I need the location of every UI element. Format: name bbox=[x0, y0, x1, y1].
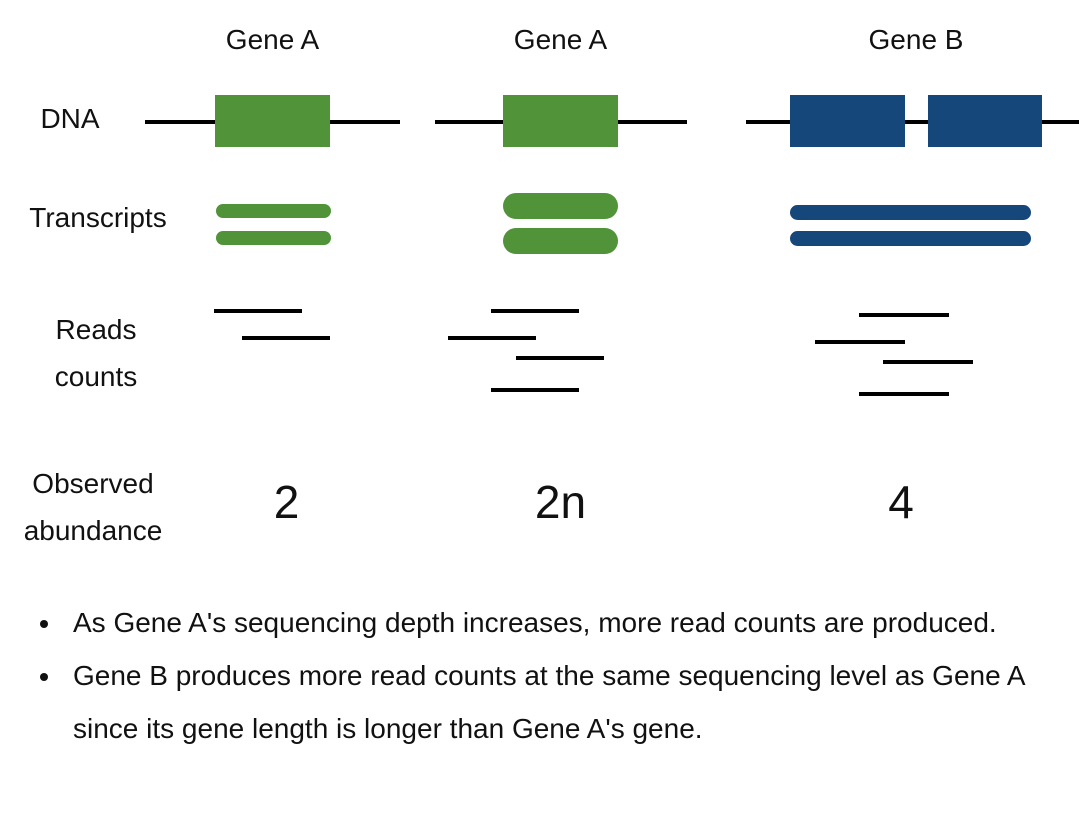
column-header-gene-b: Gene B bbox=[868, 24, 964, 55]
column-header-gene-a-2: Gene A bbox=[513, 24, 608, 55]
read-segment-col2-2 bbox=[448, 336, 536, 340]
read-segment-col2-3 bbox=[516, 356, 604, 360]
observed-abundance-label-line1: Observed bbox=[32, 468, 154, 499]
dna-row-label: DNA bbox=[40, 103, 100, 134]
abundance-value-col2: 2n bbox=[534, 476, 587, 528]
read-segment-col2-4 bbox=[491, 388, 579, 392]
read-segment-col1-1 bbox=[214, 309, 302, 313]
transcript-bar-col3-2 bbox=[790, 231, 1031, 246]
dna-line-col3 bbox=[746, 120, 1079, 124]
transcript-bar-col3-1 bbox=[790, 205, 1031, 220]
bullet-item-sequencing-depth: As Gene A's sequencing depth increases, … bbox=[63, 596, 1075, 649]
gene-a-exon-col1 bbox=[215, 95, 330, 147]
transcript-bar-col1-1 bbox=[216, 204, 331, 218]
bullet-item-gene-length: Gene B produces more read counts at the … bbox=[63, 649, 1075, 755]
abundance-value-col3: 4 bbox=[888, 476, 914, 528]
transcript-bar-col2-2 bbox=[503, 228, 618, 254]
reads-counts-label-line1: Reads bbox=[55, 314, 137, 345]
gene-a-exon-col2 bbox=[503, 95, 618, 147]
read-segment-col3-3 bbox=[883, 360, 973, 364]
observed-abundance-row-label: Observed abundance bbox=[3, 460, 183, 554]
read-segment-col2-1 bbox=[491, 309, 579, 313]
reads-counts-row-label: Reads counts bbox=[15, 306, 177, 400]
read-segment-col3-1 bbox=[859, 313, 949, 317]
transcript-bar-col1-2 bbox=[216, 231, 331, 245]
transcripts-row-label: Transcripts bbox=[29, 202, 167, 233]
observed-abundance-label-line2: abundance bbox=[23, 515, 163, 546]
read-segment-col3-2 bbox=[815, 340, 905, 344]
column-header-gene-a-1: Gene A bbox=[225, 24, 320, 55]
gene-b-exon-1 bbox=[790, 95, 905, 147]
gene-b-exon-2 bbox=[928, 95, 1042, 147]
bullet-list: As Gene A's sequencing depth increases, … bbox=[30, 596, 1075, 755]
abundance-value-col1: 2 bbox=[273, 476, 300, 528]
transcript-bar-col2-1 bbox=[503, 193, 618, 219]
reads-counts-label-line2: counts bbox=[54, 361, 138, 392]
read-segment-col3-4 bbox=[859, 392, 949, 396]
read-segment-col1-2 bbox=[242, 336, 330, 340]
